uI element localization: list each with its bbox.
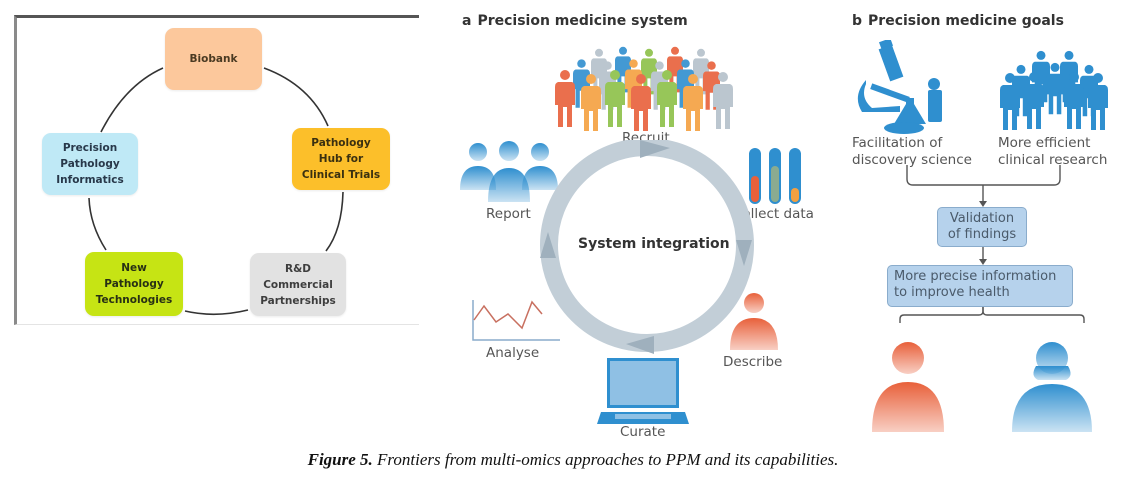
- connector-biobank-hub: [263, 67, 329, 127]
- crowd-icon: [1000, 50, 1108, 130]
- patient-icon: [872, 342, 944, 432]
- doctor-icon: [1012, 342, 1092, 432]
- step-collect-label: Collect data: [733, 206, 814, 222]
- crowd-icon: [555, 46, 733, 131]
- step-describe-label: Describe: [723, 354, 783, 370]
- goal-discovery-science-label: Facilitation of discovery science: [852, 135, 972, 168]
- laptop-icon: [597, 358, 689, 424]
- ring-arrow-top: [640, 140, 670, 158]
- ring-arrow-bottom: [626, 336, 654, 354]
- node-new-technologies: New Pathology Technologies: [85, 252, 183, 316]
- flow-connectors: [899, 165, 1085, 323]
- figure-caption-text: Frontiers from multi-omics approaches to…: [372, 450, 839, 469]
- node-biobank: Biobank: [165, 28, 262, 90]
- panel-b-letter: b: [852, 13, 863, 29]
- connector-newtech-informatics: [88, 197, 107, 251]
- system-integration-label: System integration: [578, 236, 730, 252]
- panel-a-title: a Precision medicine system: [462, 13, 688, 29]
- panel-b-title-text: Precision medicine goals: [868, 13, 1064, 29]
- panel-a-letter: a: [462, 13, 472, 29]
- ring-arrow-left: [540, 232, 556, 258]
- microscope-icon: [857, 40, 942, 134]
- ring-arrow-right: [736, 240, 752, 266]
- goal-clinical-research-label: More efficient clinical research: [998, 135, 1108, 168]
- node-pathology-hub: Pathology Hub for Clinical Trials: [292, 128, 390, 190]
- left-panel-frame: [14, 15, 419, 325]
- panel-a-title-text: Precision medicine system: [477, 13, 688, 29]
- connector-hub-rnd: [325, 191, 344, 252]
- node-rnd-partnerships: R&D Commercial Partnerships: [250, 253, 346, 316]
- connector-rnd-newtech: [184, 309, 249, 316]
- patient-icon: [730, 293, 778, 350]
- line-graph-icon: [472, 300, 560, 341]
- step-analyse-label: Analyse: [486, 345, 540, 361]
- system-integration-ring: [540, 140, 754, 354]
- step-curate-label: Curate: [620, 424, 666, 440]
- clinicians-group-icon: [460, 141, 558, 202]
- test-tubes-icon: [749, 148, 801, 204]
- step-report-label: Report: [486, 206, 531, 222]
- node-pathology-informatics: Precision Pathology Informatics: [42, 133, 138, 195]
- figure-label: Figure 5.: [307, 450, 373, 469]
- cycle-connector-lines: [88, 67, 344, 316]
- connector-informatics-biobank: [100, 67, 164, 133]
- panel-b-title: b Precision medicine goals: [852, 13, 1064, 29]
- figure-caption: Figure 5. Frontiers from multi-omics app…: [0, 450, 1146, 470]
- flow-validation-box: Validation of findings: [937, 207, 1027, 247]
- flow-precise-information-box: More precise information to improve heal…: [887, 265, 1073, 307]
